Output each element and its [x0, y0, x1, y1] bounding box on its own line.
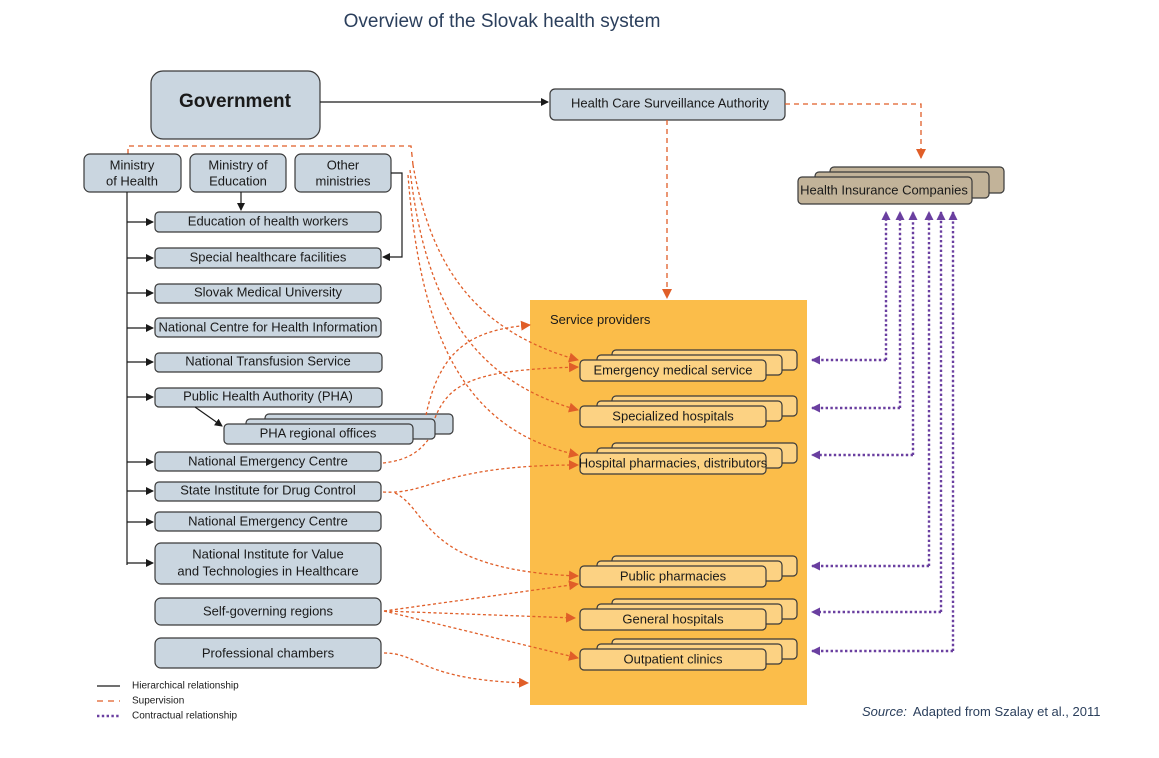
supervision-edge	[383, 610, 579, 661]
supervision-edge	[383, 652, 529, 688]
svg-text:Ministry of: Ministry of	[208, 157, 268, 172]
service-providers-label: Service providers	[550, 312, 651, 327]
self-governing-regions-node[interactable]: Self-governing regions	[154, 597, 382, 626]
moh-child-node[interactable]: Slovak Medical University	[154, 283, 382, 304]
provider-label: Public pharmacies	[620, 568, 727, 583]
provider-label: Hospital pharmacies, distributors	[579, 455, 768, 470]
svg-text:National Institute for Value: National Institute for Value	[192, 546, 344, 561]
professional-chambers-node[interactable]: Professional chambers	[154, 637, 382, 669]
provider-node[interactable]: Public pharmacies	[579, 555, 798, 588]
svg-text:State Institute for Drug Contr: State Institute for Drug Control	[180, 482, 356, 497]
hcsa-node[interactable]: Health Care Surveillance Authority	[549, 88, 786, 121]
svg-text:Hierarchical relationship: Hierarchical relationship	[132, 681, 239, 692]
svg-text:Public Health Authority (PHA): Public Health Authority (PHA)	[183, 388, 353, 403]
insurance-label: Health Insurance Companies	[800, 182, 968, 197]
supervision-edge	[785, 103, 926, 159]
other-ministries-node[interactable]: Other ministries	[294, 153, 392, 193]
supervision-edge	[412, 164, 579, 363]
moh-child-node[interactable]: Education of health workers	[154, 211, 382, 233]
moh-child-node[interactable]: National Institute for Value and Technolo…	[154, 542, 382, 585]
provider-node[interactable]: Outpatient clinics	[579, 638, 798, 671]
provider-label: Emergency medical service	[594, 362, 753, 377]
moh-child-node[interactable]: National Centre for Health Information	[154, 317, 382, 338]
hierarchical-edge	[194, 406, 223, 427]
svg-text:Slovak Medical University: Slovak Medical University	[194, 284, 343, 299]
svg-text:Special healthcare facilities: Special healthcare facilities	[190, 249, 347, 264]
moh-child-node[interactable]: National Emergency Centre	[154, 511, 382, 532]
moh-child-node[interactable]: Public Health Authority (PHA)	[154, 387, 383, 408]
supervision-edge	[383, 610, 576, 623]
hierarchical-edge	[382, 172, 403, 261]
svg-text:Supervision: Supervision	[132, 696, 184, 707]
ministry-of-health-node[interactable]: Ministry of Health	[83, 153, 182, 193]
supervision-edge	[407, 174, 579, 459]
supervision-edge	[127, 145, 414, 166]
provider-label: Specialized hospitals	[612, 408, 734, 423]
moh-child-node[interactable]: National Emergency Centre	[154, 451, 382, 472]
provider-label: General hospitals	[622, 611, 724, 626]
supervision-edge	[382, 439, 429, 464]
provider-node[interactable]: Specialized hospitals	[579, 395, 798, 428]
pha-regional-offices-node[interactable]: PHA regional offices	[223, 413, 454, 445]
source-note: Source:Adapted from Szalay et al., 2011	[862, 704, 1100, 719]
legend: Hierarchical relationship Supervision Co…	[97, 681, 239, 722]
hcsa-label: Health Care Surveillance Authority	[571, 95, 769, 110]
svg-text:National Centre for Health Inf: National Centre for Health Information	[159, 319, 378, 334]
svg-text:Contractual relationship: Contractual relationship	[132, 711, 237, 722]
svg-text:Self-governing regions: Self-governing regions	[203, 603, 334, 618]
svg-text:Ministry: Ministry	[110, 157, 155, 172]
svg-text:and Technologies in Healthcare: and Technologies in Healthcare	[177, 563, 358, 578]
provider-node[interactable]: Emergency medical service	[579, 349, 798, 382]
moh-child-node[interactable]: State Institute for Drug Control	[154, 481, 382, 502]
svg-text:National Emergency Centre: National Emergency Centre	[188, 513, 348, 528]
insurance-node[interactable]: Health Insurance Companies	[797, 166, 1005, 205]
svg-text:Education of health workers: Education of health workers	[188, 213, 349, 228]
provider-node[interactable]: Hospital pharmacies, distributors	[579, 442, 798, 475]
moh-child-node[interactable]: Special healthcare facilities	[154, 247, 382, 269]
svg-text:Education: Education	[209, 173, 267, 188]
svg-text:National Transfusion Service: National Transfusion Service	[185, 353, 350, 368]
svg-text:National Emergency Centre: National Emergency Centre	[188, 453, 348, 468]
provider-node[interactable]: General hospitals	[579, 598, 798, 631]
supervision-edge	[425, 320, 531, 416]
ministry-of-education-node[interactable]: Ministry of Education	[189, 153, 287, 193]
supervision-edge	[434, 362, 579, 419]
government-label: Government	[179, 91, 292, 112]
supervision-edge	[409, 169, 579, 413]
svg-text:PHA regional offices: PHA regional offices	[260, 425, 377, 440]
svg-text:of Health: of Health	[106, 173, 158, 188]
government-node[interactable]: Government	[150, 70, 321, 140]
provider-label: Outpatient clinics	[624, 651, 723, 666]
svg-text:ministries: ministries	[316, 173, 371, 188]
moh-child-node[interactable]: National Transfusion Service	[154, 352, 383, 373]
diagram-title: Overview of the Slovak health system	[344, 11, 661, 32]
svg-text:Professional chambers: Professional chambers	[202, 645, 335, 660]
svg-text:Other: Other	[327, 157, 360, 172]
